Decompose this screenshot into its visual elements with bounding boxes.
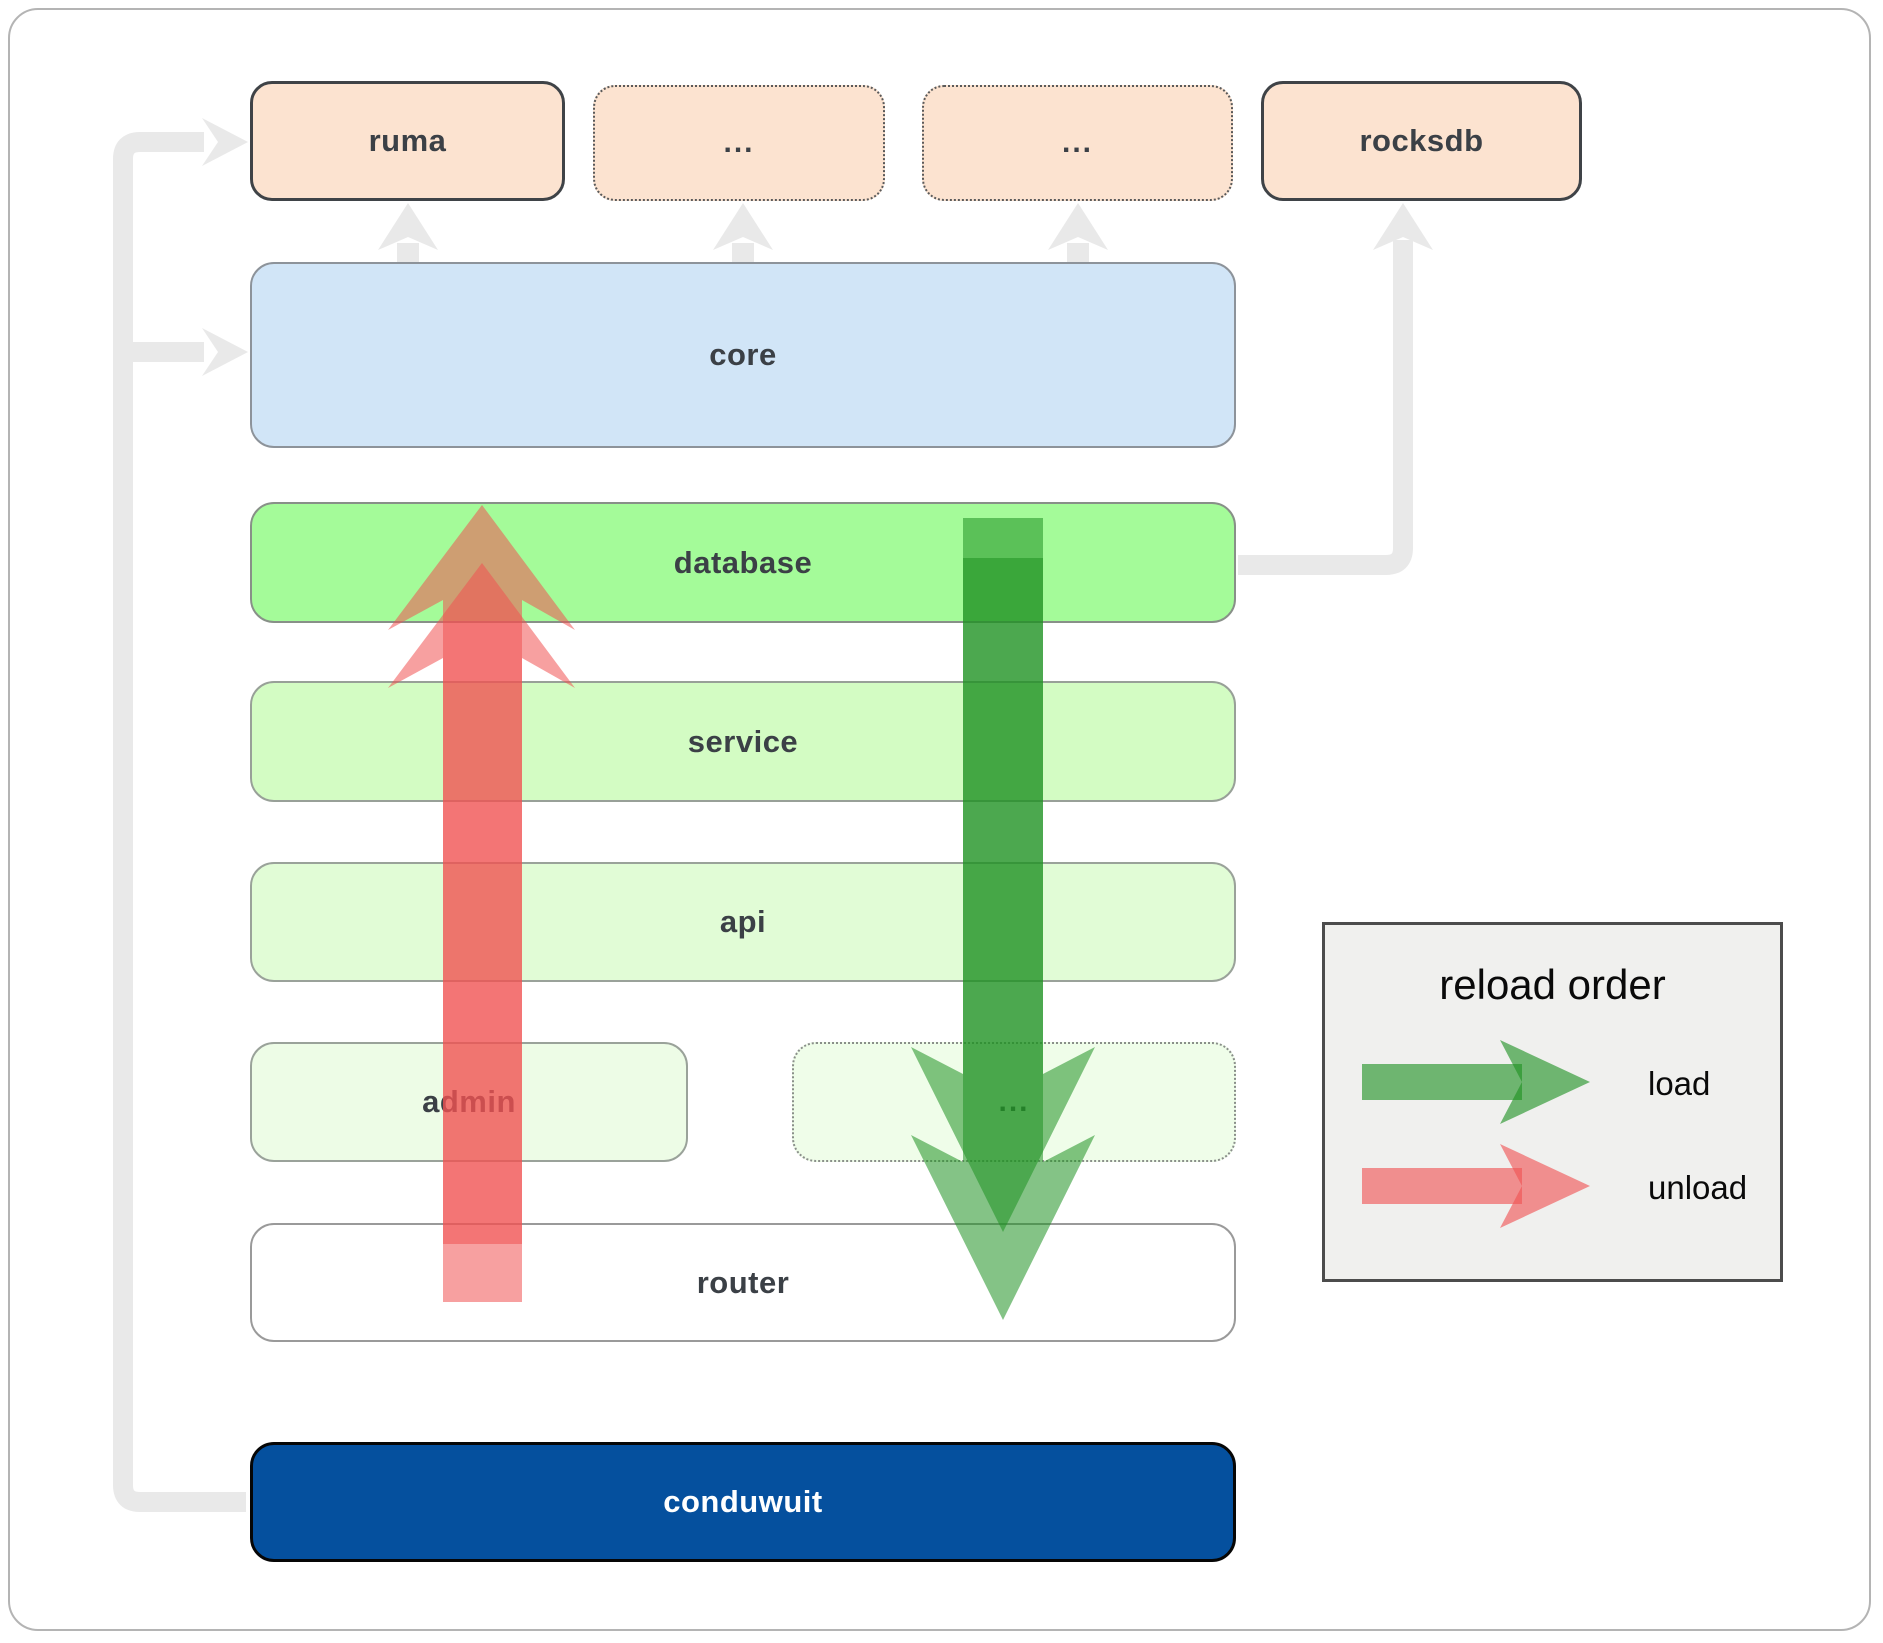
box-api: api [250, 862, 1236, 982]
box-conduwuit: conduwuit [250, 1442, 1236, 1562]
box-rocksdb: rocksdb [1261, 81, 1582, 201]
box-dependency-more-2: ... [922, 85, 1233, 201]
box-dependency-more-1: ... [593, 85, 885, 201]
outer-frame [8, 8, 1871, 1631]
box-router: router [250, 1223, 1236, 1342]
box-service: service [250, 681, 1236, 802]
box-admin-more: ... [792, 1042, 1236, 1162]
box-rocksdb-label: rocksdb [1359, 123, 1484, 158]
box-ruma-label: ruma [368, 123, 447, 158]
box-admin: admin [250, 1042, 688, 1162]
legend: reload order load unload [1322, 922, 1783, 1282]
box-conduwuit-label: conduwuit [663, 1484, 823, 1519]
box-database-label: database [673, 544, 813, 580]
legend-title: reload order [1439, 961, 1666, 1008]
box-ruma: ruma [250, 81, 565, 201]
box-dependency-more-1-label: ... [723, 126, 755, 159]
legend-unload-label: unload [1648, 1169, 1748, 1206]
legend-load-label: load [1648, 1065, 1711, 1102]
box-admin-label: admin [422, 1084, 516, 1119]
box-router-label: router [696, 1264, 790, 1300]
box-database: database [250, 502, 1236, 623]
box-core-label: core [709, 337, 777, 372]
box-dependency-more-2-label: ... [1061, 126, 1093, 159]
box-admin-more-label: ... [998, 1085, 1030, 1118]
box-service-label: service [687, 723, 799, 759]
box-core: core [250, 262, 1236, 448]
box-api-label: api [719, 904, 767, 939]
